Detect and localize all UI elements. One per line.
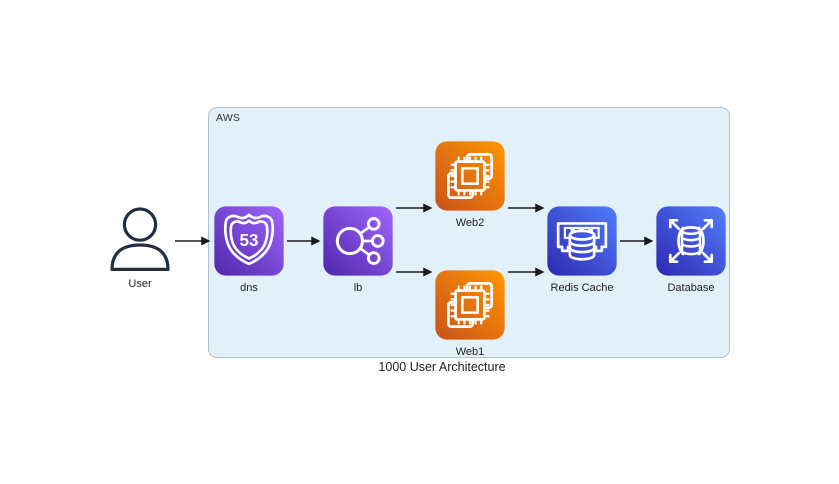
diagram-caption: 1000 User Architecture <box>378 360 506 374</box>
node-database: Database <box>655 205 727 294</box>
node-web1: Web1 <box>434 269 506 358</box>
node-redis-label: Redis Cache <box>550 282 614 294</box>
node-lb: lb <box>322 205 394 294</box>
node-lb-label: lb <box>353 282 363 294</box>
node-dns: 53 dns <box>213 205 285 294</box>
node-user-label: User <box>128 278 152 290</box>
route53-shield-icon: 53 <box>214 206 284 276</box>
aws-group-label: AWS <box>216 112 241 124</box>
node-database-label: Database <box>667 282 715 294</box>
ec2-chip-icon <box>435 141 505 211</box>
elasticache-memory-db-icon <box>547 206 617 276</box>
node-web2: Web2 <box>434 140 506 229</box>
node-user: User <box>108 206 172 290</box>
route53-icon-number: 53 <box>239 231 258 250</box>
ec2-chip-icon <box>435 270 505 340</box>
node-web2-label: Web2 <box>455 217 485 229</box>
person-outline-icon <box>110 207 170 271</box>
load-balancer-icon <box>323 206 393 276</box>
node-dns-label: dns <box>240 282 258 294</box>
rds-scaling-db-icon <box>656 206 726 276</box>
node-redis: Redis Cache <box>546 205 618 294</box>
node-web1-label: Web1 <box>455 346 485 358</box>
